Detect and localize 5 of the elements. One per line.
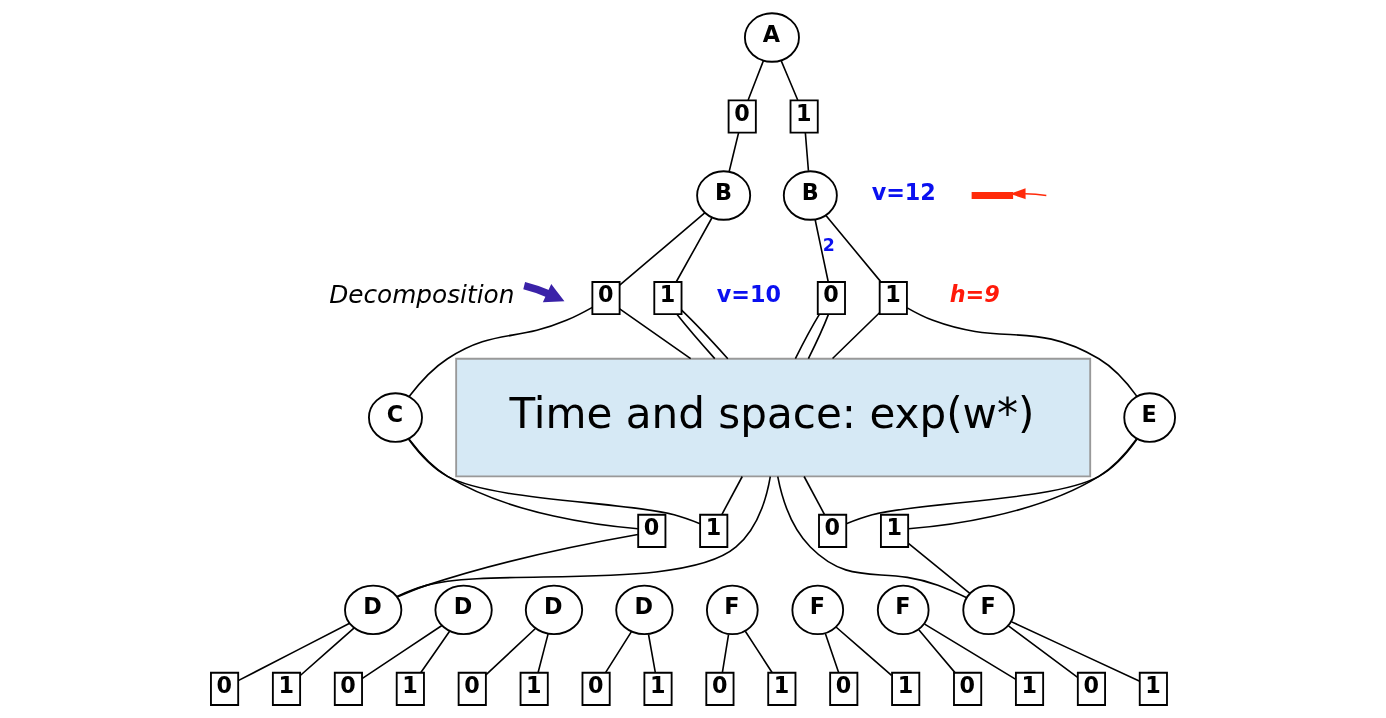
node-label: v=12 <box>871 178 936 205</box>
node-label: h=9 <box>949 281 1000 308</box>
node-label: v=10 <box>716 281 782 308</box>
edge-label: 2 <box>822 235 835 256</box>
node-text: Decomposition <box>329 280 515 310</box>
